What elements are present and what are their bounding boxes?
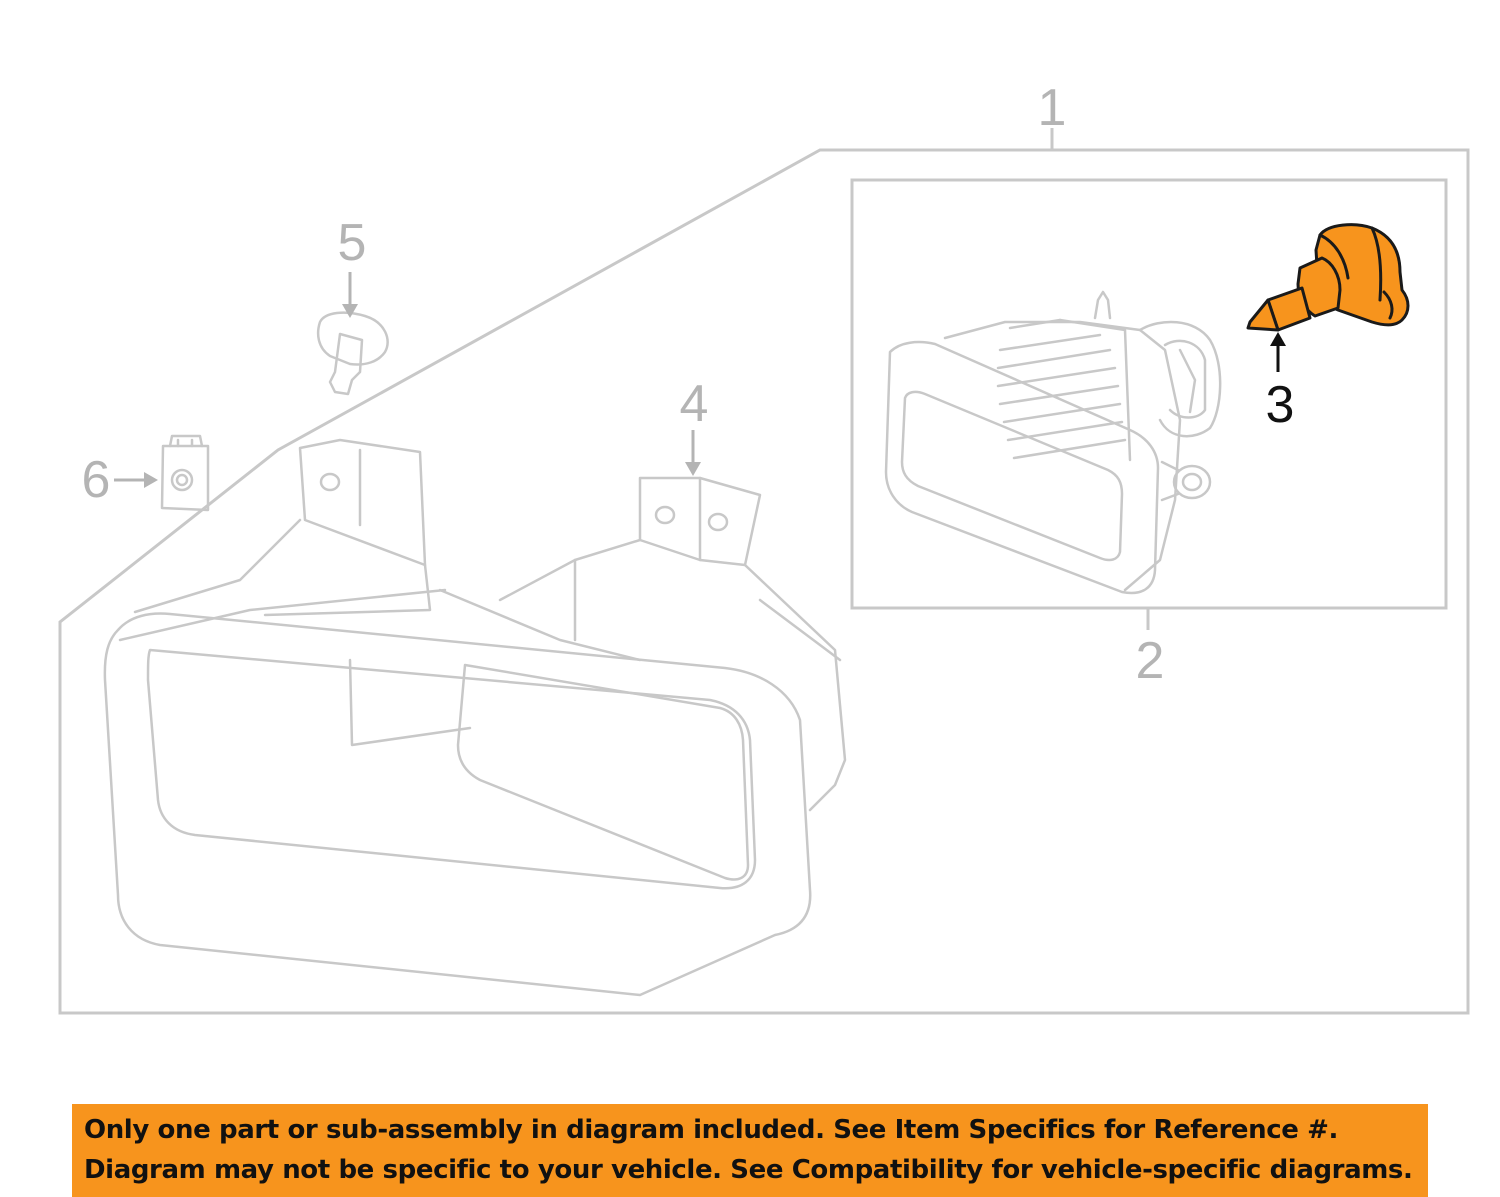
callout-1: 1 — [1038, 79, 1067, 137]
parts-diagram: 1 2 3 4 5 6 — [58, 79, 1470, 1015]
arrowhead-4 — [685, 462, 701, 476]
speed-nut — [160, 434, 210, 512]
callout-3: 3 — [1266, 376, 1295, 434]
fog-lamp-housing — [884, 290, 1222, 595]
callout-6: 6 — [82, 451, 111, 509]
assembly-frame — [58, 148, 1470, 1015]
push-clip — [316, 311, 389, 396]
disclaimer-line-2: Diagram may not be specific to your vehi… — [84, 1155, 1413, 1185]
arrowhead-6 — [144, 472, 158, 488]
callout-5: 5 — [338, 214, 367, 272]
disclaimer-banner: Only one part or sub-assembly in diagram… — [72, 1104, 1428, 1197]
arrowhead-5 — [342, 304, 358, 318]
fog-lamp-bulb — [1246, 223, 1410, 332]
disclaimer-line-1: Only one part or sub-assembly in diagram… — [84, 1115, 1338, 1145]
callout-2: 2 — [1136, 632, 1165, 690]
arrowhead-3 — [1270, 332, 1286, 346]
fog-lamp-bezel — [103, 438, 847, 997]
callout-4: 4 — [680, 375, 709, 433]
